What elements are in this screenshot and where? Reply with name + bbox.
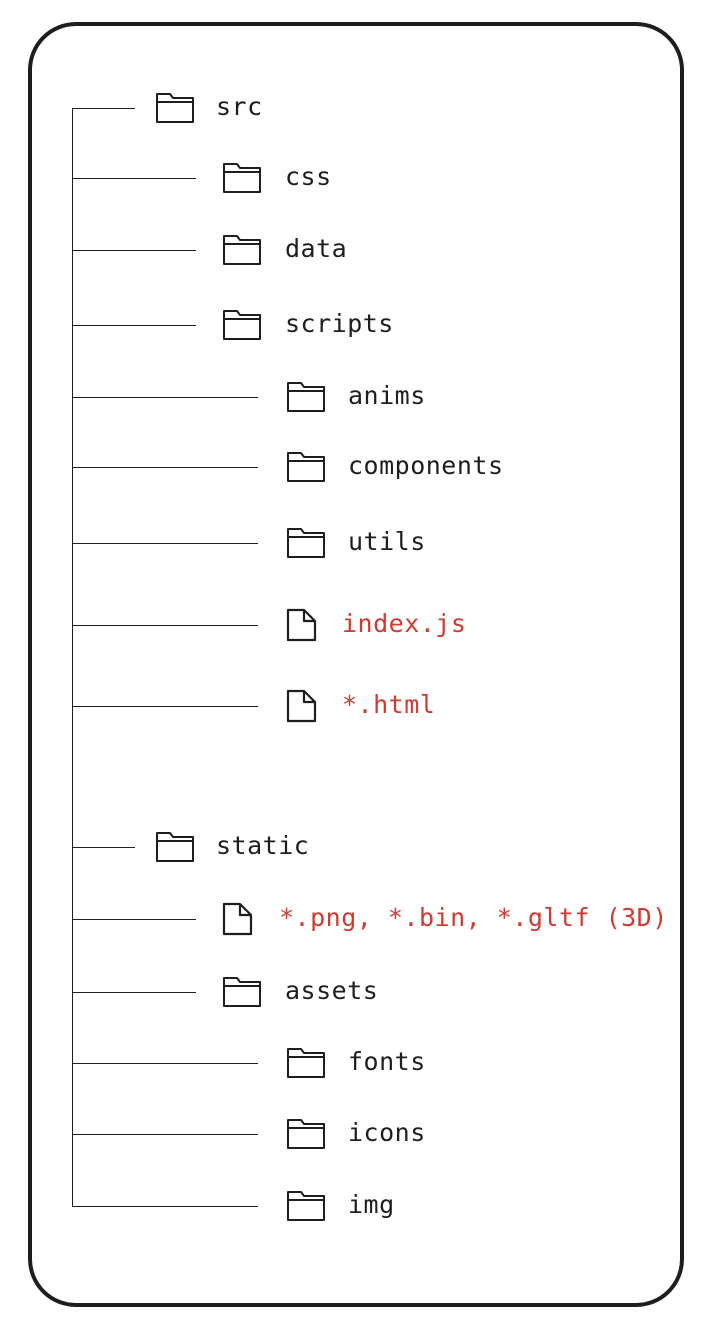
folder-icon [286,380,326,414]
folder-icon [222,975,262,1009]
folder-label-static: static [216,831,310,860]
folder-label-img: img [348,1190,395,1219]
folder-icon [222,233,262,267]
file-label-static-files: *.png, *.bin, *.gltf (3D) [279,903,668,932]
folder-label-scripts: scripts [285,309,394,338]
folder-icon [286,526,326,560]
tree-trunk-line [72,108,73,1206]
folder-label-css: css [285,162,332,191]
folder-icon [222,161,262,195]
branch-line-assets [72,992,196,993]
folder-label-components: components [348,451,504,480]
folder-label-data: data [285,234,348,263]
folder-icon [155,830,195,864]
folder-label-fonts: fonts [348,1047,426,1076]
branch-line-icons [72,1134,258,1135]
file-icon [218,902,258,936]
folder-icon [286,450,326,484]
branch-line-static-files [72,919,196,920]
file-icon [282,608,322,642]
branch-line-fonts [72,1063,258,1064]
folder-label-assets: assets [285,976,379,1005]
branch-line-static [72,847,135,848]
branch-line-utils [72,543,258,544]
folder-label-utils: utils [348,527,426,556]
file-label-index-js: index.js [342,609,467,638]
branch-line-css [72,178,196,179]
file-label-html-files: *.html [342,690,436,719]
folder-icon [155,91,195,125]
branch-line-anims [72,397,258,398]
folder-icon [286,1189,326,1223]
folder-icon [286,1046,326,1080]
branch-line-data [72,250,196,251]
branch-line-img [72,1206,258,1207]
folder-label-src: src [216,92,263,121]
branch-line-index-js [72,625,258,626]
file-icon [282,689,322,723]
folder-label-anims: anims [348,381,426,410]
folder-icon [222,308,262,342]
folder-label-icons: icons [348,1118,426,1147]
branch-line-scripts [72,325,196,326]
folder-icon [286,1117,326,1151]
diagram-frame [28,22,684,1307]
branch-line-components [72,467,258,468]
branch-line-src [72,108,135,109]
branch-line-html-files [72,706,258,707]
